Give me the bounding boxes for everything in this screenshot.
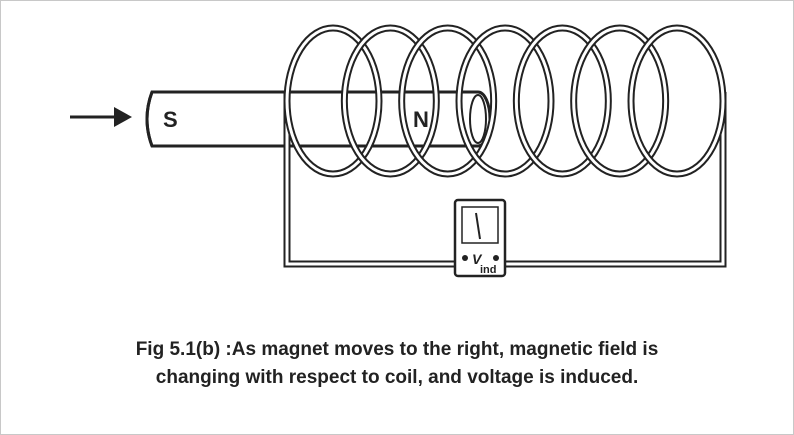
- coil-turn: [572, 26, 668, 176]
- voltmeter: V ind: [453, 198, 507, 278]
- coil-turn: [629, 26, 725, 176]
- coil-turn: [285, 26, 381, 176]
- figure-caption: Fig 5.1(b) :As magnet moves to the right…: [0, 336, 794, 392]
- coil-turn: [400, 26, 496, 176]
- electromagnetic-induction-diagram: S N V ind: [70, 24, 727, 278]
- motion-arrow-icon: [70, 107, 132, 127]
- meter-needle-icon: [475, 212, 481, 240]
- coil: [283, 24, 727, 178]
- meter-label-sub: ind: [480, 264, 497, 276]
- north-pole-label: N: [413, 107, 429, 132]
- coil-turn: [342, 26, 438, 176]
- coil-turn: [457, 26, 553, 176]
- coil-turn: [514, 26, 610, 176]
- circuit-wire: [283, 92, 727, 268]
- caption-line-2: changing with respect to coil, and volta…: [155, 367, 639, 388]
- meter-label-main: V: [472, 251, 483, 267]
- caption-line-1: Fig 5.1(b) :As magnet moves to the right…: [135, 339, 659, 360]
- south-pole-label: S: [163, 107, 178, 132]
